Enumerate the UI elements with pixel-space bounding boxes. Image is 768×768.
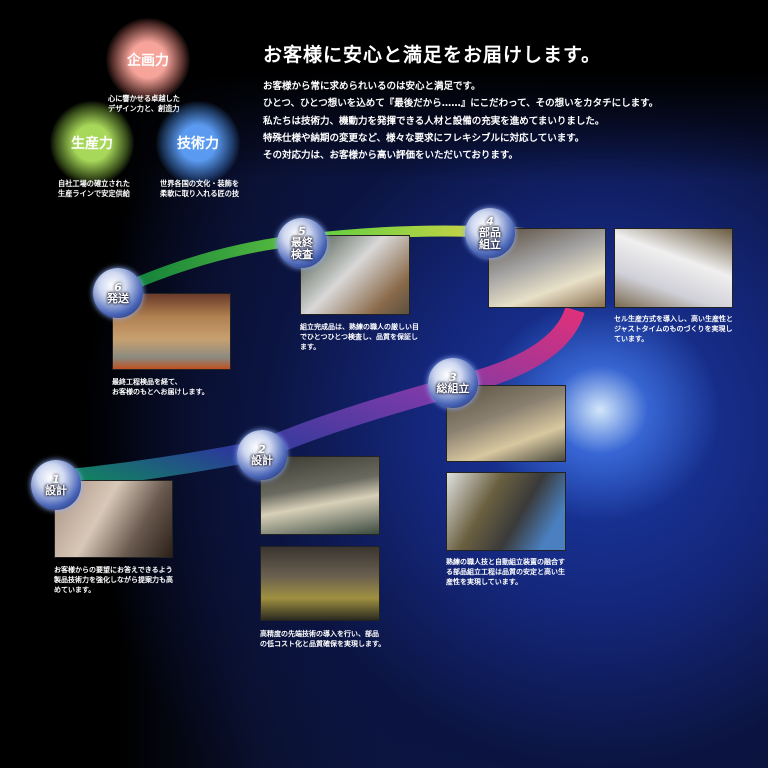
caption-line: めています。 — [54, 586, 96, 594]
caption-line: 熟練の職人技と自動組立装置の融合す — [446, 558, 565, 566]
strength-orb-planning: 企画力 — [106, 18, 190, 102]
caption-line: 自社工場の確立された — [58, 179, 130, 188]
intro-paragraph: お客様から常に求められいるのは安心と満足です。 ひとつ、ひとつ想いを込めて『最後… — [263, 78, 658, 164]
lower-flow-curve — [59, 306, 585, 490]
intro-line: お客様から常に求められいるのは安心と満足です。 — [263, 81, 481, 92]
caption-line: 組立完成品は、熟練の職人の厳しい目 — [300, 323, 419, 331]
step-number: 3 — [449, 370, 457, 384]
step-number: 6 — [114, 280, 122, 294]
strength-caption: 自社工場の確立された生産ラインで安定供給 — [58, 179, 130, 199]
caption-line: セル生産方式を導入し、高い生産性と — [614, 315, 733, 323]
caption-line: 産性を実現しています。 — [446, 578, 523, 586]
strength-caption: 心に響かせる卓越したデザイン力と、創造力 — [108, 94, 180, 114]
page-title: お客様に安心と満足をお届けします。 — [263, 44, 602, 66]
caption-line: デザイン力と、創造力 — [108, 104, 180, 113]
photo-design-2b — [260, 546, 380, 621]
step-caption-3: 熟練の職人技と自動組立装置の融合する部品組立工程は品質の安定と高い生産性を実現し… — [446, 557, 565, 587]
caption-line: る部品組立工程は品質の安定と高い生 — [446, 568, 565, 576]
caption-line: お客様のもとへお届けします。 — [112, 388, 209, 396]
caption-line: ます。 — [300, 343, 321, 351]
intro-line: 私たちは技術力、機動力を発揮できる人材と設備の充実を進めてまいりました。 — [263, 115, 605, 127]
caption-line: 製品技術力を強化しながら提案力も高 — [54, 576, 173, 584]
strength-label: 生産力 — [71, 136, 113, 152]
strength-orb-production: 生産力 — [50, 101, 134, 185]
step-number: 1 — [52, 472, 60, 486]
step-label: 設計 — [45, 483, 67, 497]
intro-line: ひとつ、ひとつ想いを込めて『最後だから……』にこだわって、その想いをカタチにしま… — [263, 98, 659, 110]
caption-line: 高精度の先端技術の導入を行い、部品 — [260, 630, 379, 638]
caption-line: 柔軟に取り入れる匠の技 — [160, 189, 240, 198]
intro-line: その対応力は、お客様から高い評価をいただいております。 — [263, 150, 518, 162]
step-label: 部品組立 — [479, 225, 501, 251]
step-caption-2: 高精度の先端技術の導入を行い、部品の低コスト化と品質確保を実現します。 — [260, 629, 385, 649]
caption-line: の低コスト化と品質確保を実現します。 — [260, 640, 386, 648]
photo-final-assembly-2 — [446, 472, 566, 551]
caption-line: でひとつひとつ検査し、品質を保証し — [300, 333, 419, 341]
caption-line: ジャストタイムのものづくりを実現し — [614, 325, 733, 333]
step-label: 設計 — [251, 453, 273, 467]
caption-line: 心に響かせる卓越した — [108, 94, 180, 103]
strength-label: 技術力 — [177, 136, 219, 152]
caption-line: ています。 — [614, 335, 649, 343]
strength-caption: 世界各国の文化・装飾を柔軟に取り入れる匠の技 — [160, 179, 239, 199]
intro-line: 特殊仕様や納期の変更など、様々な要求にフレキシブルに対応しています。 — [263, 132, 585, 144]
caption-line: 世界各国の文化・装飾を — [160, 179, 240, 188]
step-number: 5 — [298, 224, 306, 238]
strength-orb-technology: 技術力 — [156, 101, 240, 185]
step-number: 4 — [486, 214, 494, 228]
step-caption-5: 組立完成品は、熟練の職人の厳しい目でひとつひとつ検査し、品質を保証します。 — [300, 322, 419, 352]
step-number: 2 — [258, 442, 266, 456]
caption-line: 最終工程検品を経て、 — [112, 378, 182, 386]
photo-parts-assembly-2 — [614, 228, 733, 308]
caption-line: 生産ラインで安定供給 — [58, 189, 130, 198]
step-caption-4: セル生産方式を導入し、高い生産性とジャストタイムのものづくりを実現しています。 — [614, 314, 733, 344]
step-label: 総組立 — [436, 381, 470, 395]
step-label: 発送 — [107, 291, 129, 305]
step-caption-6: 最終工程検品を経て、お客様のもとへお届けします。 — [112, 377, 209, 397]
strength-label: 企画力 — [127, 53, 169, 69]
step-caption-1: お客様からの要望にお答えできるよう製品技術力を強化しながら提案力も高めています。 — [54, 565, 173, 595]
caption-line: お客様からの要望にお答えできるよう — [54, 566, 173, 574]
step-label: 最終検査 — [291, 235, 313, 261]
